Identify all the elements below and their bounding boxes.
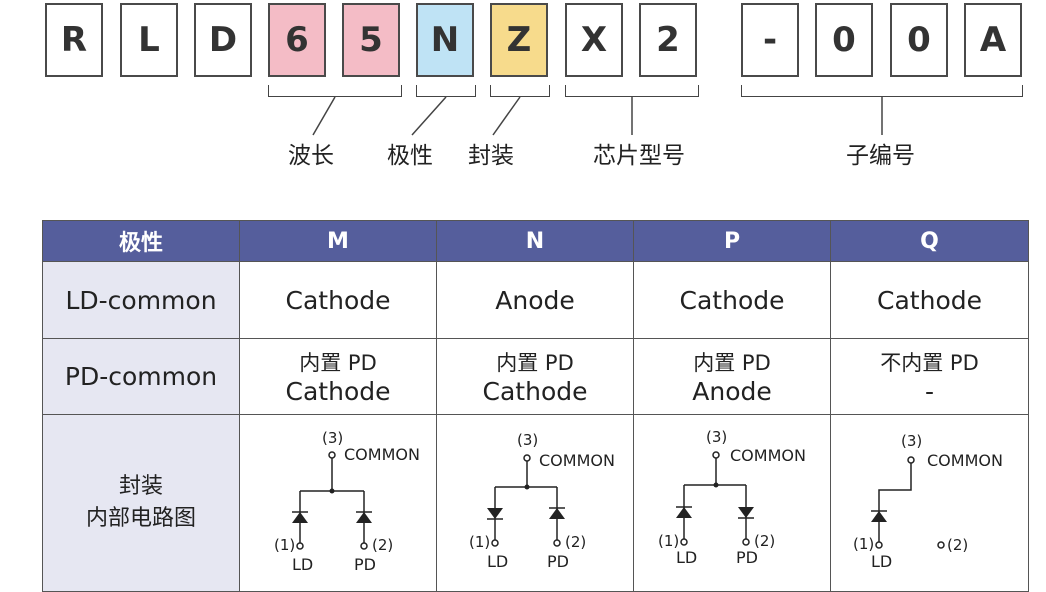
- circuit-n: (3) COMMON (1) (2) LD PD: [436, 414, 634, 592]
- cell-n-pd: 内置 PD Cathode: [436, 338, 634, 415]
- cell-q-pd-line1: 不内置 PD: [880, 351, 979, 375]
- circuit-diagram-m: (3) COMMON (1) (2) LD PD: [274, 429, 420, 574]
- code-char-polarity: N: [416, 3, 474, 77]
- polarity-table: 极性 M N P Q LD-common Cathode Anode Catho…: [42, 220, 1029, 592]
- row-label-ld-common: LD-common: [42, 261, 240, 339]
- cell-m-ld: Cathode: [239, 261, 437, 339]
- code-char-sub-4: A: [964, 3, 1022, 77]
- m-common-label: COMMON: [344, 445, 420, 464]
- p-pin3-label: (3): [706, 428, 727, 446]
- n-pd-label: PD: [547, 552, 569, 571]
- circuit-m: (3) COMMON (1) (2) LD PD: [239, 414, 437, 592]
- cell-p-ld: Cathode: [633, 261, 831, 339]
- code-char-chip-2: 2: [639, 3, 697, 77]
- bracket-package: [490, 85, 550, 97]
- bracket-chip-model: [565, 85, 699, 97]
- cell-n-ld: Anode: [436, 261, 634, 339]
- q-pin2-label: (2): [947, 536, 968, 554]
- table-row: LD-common Cathode Anode Cathode Cathode: [42, 261, 1029, 339]
- table-row: 封装 内部电路图 (3): [42, 414, 1029, 592]
- code-char-2: L: [120, 3, 178, 77]
- row-label-circuit: 封装 内部电路图: [42, 414, 240, 592]
- code-char-3: D: [194, 3, 252, 77]
- bracket-polarity: [416, 85, 476, 97]
- p-ld-label: LD: [676, 548, 697, 567]
- label-package: 封装: [468, 143, 514, 169]
- cell-q-pd: 不内置 PD -: [830, 338, 1029, 415]
- n-pin2-label: (2): [565, 533, 586, 551]
- n-pin1-label: (1): [469, 533, 490, 551]
- m-pin3-label: (3): [322, 429, 343, 447]
- p-common-label: COMMON: [730, 446, 806, 465]
- cell-p-pd-line2: Anode: [692, 377, 772, 406]
- header-n: N: [436, 220, 634, 262]
- n-ld-label: LD: [487, 552, 508, 571]
- q-ld-label: LD: [871, 552, 892, 571]
- cell-q-pd-line2: -: [924, 377, 935, 406]
- row-label-circuit-line2: 内部电路图: [85, 506, 196, 531]
- row-label-circuit-line1: 封装: [118, 474, 163, 499]
- cell-m-pd: 内置 PD Cathode: [239, 338, 437, 415]
- m-pin2-label: (2): [372, 536, 393, 554]
- circuit-diagram-q: (3) COMMON (1) (2) LD: [853, 432, 1003, 571]
- leader-lines: [312, 96, 883, 136]
- table-header-row: 极性 M N P Q: [42, 220, 1029, 262]
- p-pin1-label: (1): [658, 532, 679, 550]
- code-char-sub-2: 0: [815, 3, 873, 77]
- label-polarity: 极性: [387, 143, 433, 169]
- p-pd-label: PD: [736, 548, 758, 567]
- q-pin3-label: (3): [901, 432, 922, 450]
- p-pin2-label: (2): [754, 532, 775, 550]
- label-wavelength: 波长: [288, 143, 334, 169]
- code-char-package: Z: [490, 3, 548, 77]
- m-pd-label: PD: [354, 555, 376, 574]
- code-char-sub-1: -: [741, 3, 799, 77]
- cell-m-pd-line2: Cathode: [285, 377, 391, 406]
- code-char-1: R: [45, 3, 103, 77]
- cell-p-pd: 内置 PD Anode: [633, 338, 831, 415]
- n-common-label: COMMON: [539, 451, 615, 470]
- code-char-chip-1: X: [565, 3, 623, 77]
- table-row: PD-common 内置 PD Cathode 内置 PD Cathode 内置…: [42, 338, 1029, 415]
- cell-n-pd-line2: Cathode: [482, 377, 588, 406]
- label-sub-number: 子编号: [846, 143, 915, 169]
- circuit-p: (3) COMMON (1) (2) LD PD: [633, 414, 831, 592]
- circuit-q: (3) COMMON (1) (2) LD: [830, 414, 1029, 592]
- header-polarity: 极性: [42, 220, 240, 262]
- row-label-pd-common: PD-common: [42, 338, 240, 415]
- cell-m-pd-line1: 内置 PD: [299, 351, 377, 375]
- bracket-wavelength: [268, 85, 402, 97]
- code-char-sub-3: 0: [890, 3, 948, 77]
- header-q: Q: [830, 220, 1029, 262]
- code-char-wavelength-2: 5: [342, 3, 400, 77]
- bracket-sub-number: [741, 85, 1023, 97]
- m-pin1-label: (1): [274, 536, 295, 554]
- cell-p-pd-line1: 内置 PD: [693, 351, 771, 375]
- n-pin3-label: (3): [517, 431, 538, 449]
- cell-n-pd-line1: 内置 PD: [496, 351, 574, 375]
- q-common-label: COMMON: [927, 451, 1003, 470]
- q-pin1-label: (1): [853, 535, 874, 553]
- circuit-diagram-n: (3) COMMON (1) (2) LD PD: [469, 431, 615, 571]
- cell-q-ld: Cathode: [830, 261, 1029, 339]
- label-chip-model: 芯片型号: [593, 143, 685, 169]
- circuit-diagram-p: (3) COMMON (1) (2) LD PD: [658, 428, 806, 567]
- header-p: P: [633, 220, 831, 262]
- header-m: M: [239, 220, 437, 262]
- m-ld-label: LD: [292, 555, 313, 574]
- code-char-wavelength-1: 6: [268, 3, 326, 77]
